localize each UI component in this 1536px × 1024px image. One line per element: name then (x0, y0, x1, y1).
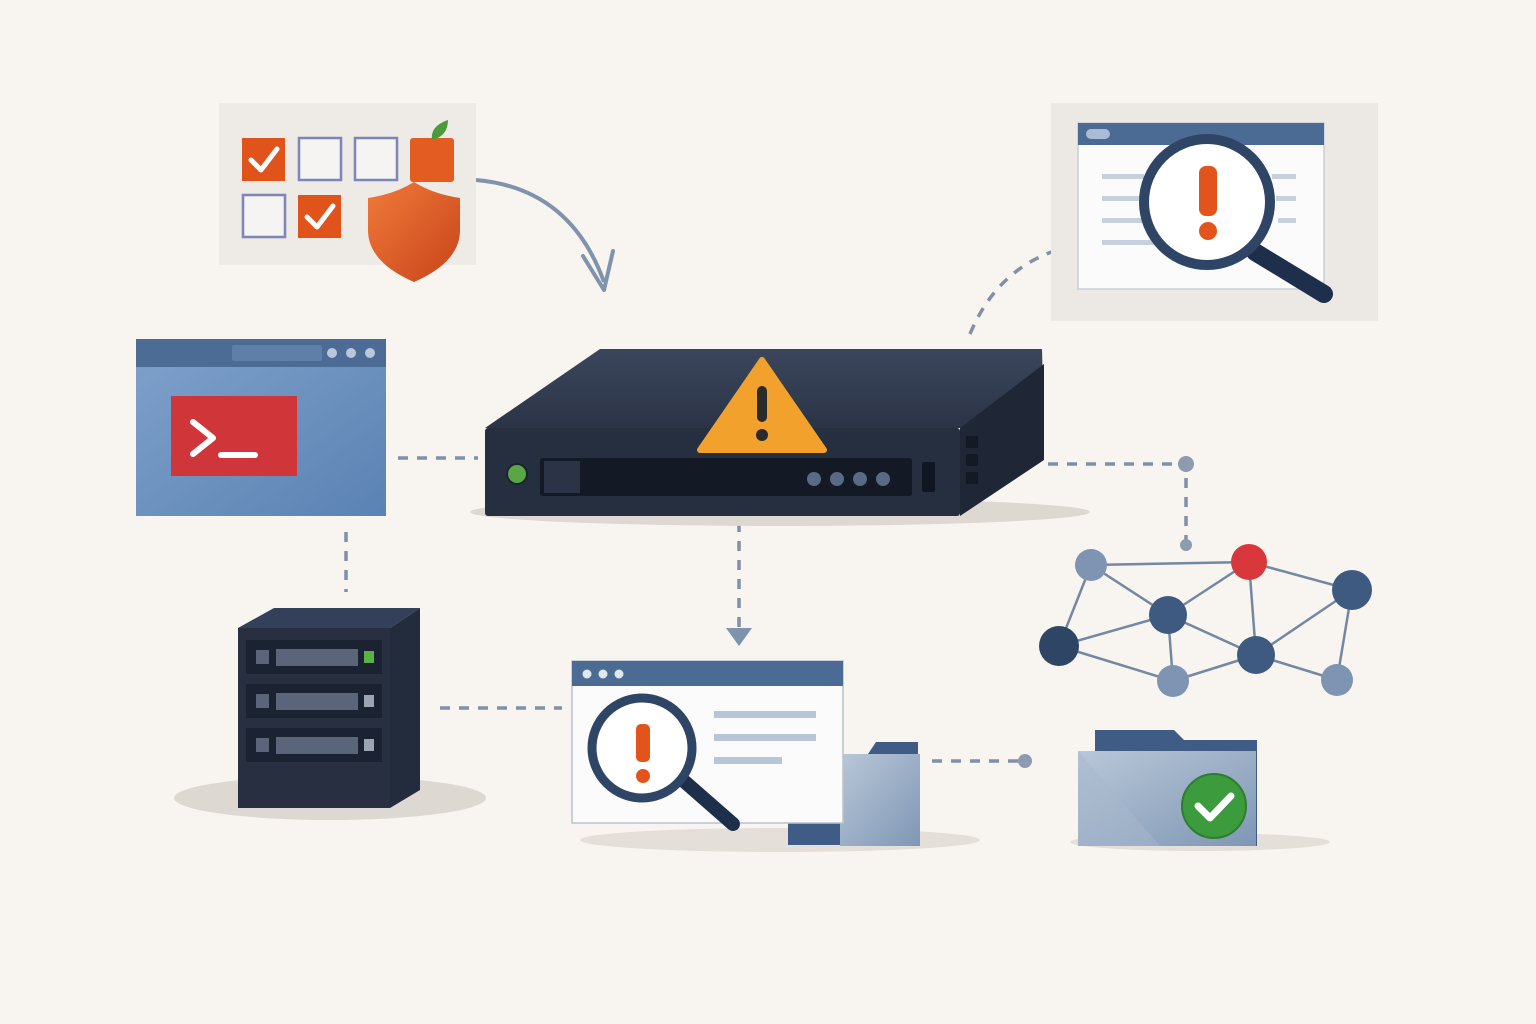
window-control-icon[interactable] (614, 669, 624, 679)
checkbox-empty-icon (297, 136, 343, 182)
network-node-icon (1157, 665, 1189, 697)
power-button[interactable] (922, 462, 935, 492)
compliance-checklist (219, 103, 476, 282)
terminal-prompt-icon (171, 396, 297, 476)
central-device (470, 349, 1090, 526)
verified-folder (1070, 730, 1330, 851)
terminal-window (136, 339, 386, 516)
network-node-icon (1332, 570, 1372, 610)
connector-dot (1180, 539, 1192, 551)
server-rack (174, 608, 486, 820)
log-inspection-window (1051, 103, 1378, 321)
connector-dot (1018, 754, 1032, 768)
exclamation-icon (1199, 166, 1217, 240)
connector-checklist-device (475, 178, 606, 283)
checkbox-checked-icon (242, 138, 285, 181)
window-control-icon[interactable] (365, 348, 375, 358)
exclamation-icon (636, 724, 650, 783)
network-node-icon (1149, 596, 1187, 634)
checkbox-empty-icon (353, 136, 399, 182)
network-graph (1039, 544, 1372, 697)
connector-dot (1178, 456, 1194, 472)
indicator-light (876, 472, 890, 486)
warning-triangle-icon (697, 357, 827, 453)
file-inspection-window (571, 660, 980, 852)
network-node-icon (1039, 626, 1079, 666)
server-unit (246, 728, 382, 762)
window-control-icon[interactable] (327, 348, 337, 358)
server-unit (246, 684, 382, 718)
window-control-icon[interactable] (598, 669, 608, 679)
indicator-light (807, 472, 821, 486)
server-unit (246, 640, 382, 674)
indicator-light (853, 472, 867, 486)
indicator-light (830, 472, 844, 486)
network-edges (1057, 560, 1354, 683)
network-node-icon (1075, 549, 1107, 581)
shield-icon (368, 182, 460, 282)
arrowhead-icon (581, 249, 615, 292)
window-control-icon[interactable] (346, 348, 356, 358)
checkbox-empty-icon (241, 193, 287, 239)
network-node-icon (1237, 636, 1275, 674)
network-node-icon (1321, 664, 1353, 696)
network-node-alert-icon (1231, 544, 1267, 580)
status-led-icon (506, 463, 528, 485)
connector-device-network (1048, 462, 1188, 542)
leaf-icon (410, 120, 454, 182)
checkbox-checked-icon (298, 195, 341, 238)
window-control-icon[interactable] (582, 669, 592, 679)
check-badge-icon (1181, 773, 1247, 839)
arrowhead-icon (726, 628, 752, 646)
